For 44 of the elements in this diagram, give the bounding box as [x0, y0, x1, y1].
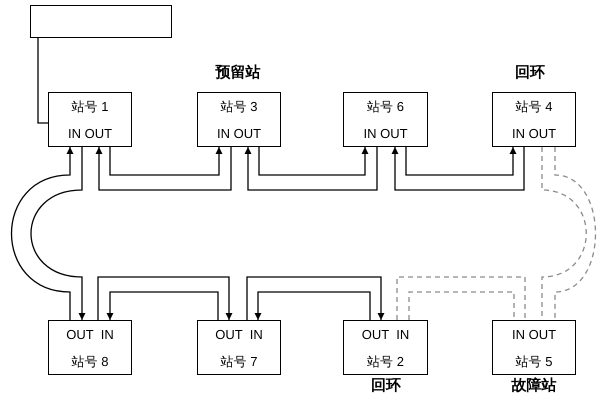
empty-box — [30, 5, 172, 38]
station-label: 站号 3 — [220, 99, 258, 114]
port-label: IN OUT — [363, 126, 408, 141]
dashed-connector — [408, 291, 515, 320]
station-box — [197, 92, 281, 147]
connector-arrow — [30, 147, 86, 320]
dashed-connector — [554, 147, 596, 320]
port-label: 站号 2 — [367, 354, 404, 369]
station-box — [492, 92, 576, 147]
port-label: 站号 8 — [72, 354, 108, 369]
station-box — [197, 320, 281, 375]
port-label: IN OUT — [216, 126, 262, 141]
connector-arrow — [246, 276, 384, 320]
connector-arrow — [405, 147, 516, 176]
station-label: IN OUT — [512, 327, 556, 342]
port-label: 站号 5 — [516, 354, 552, 369]
connector-arrow — [11, 147, 74, 320]
station-box — [48, 92, 132, 147]
dashed-connector — [396, 276, 526, 320]
connector-arrow — [244, 147, 378, 191]
station-box — [48, 320, 132, 375]
station-note: 故障站 — [512, 377, 556, 395]
connector-arrow — [254, 291, 371, 320]
port-label: IN OUT — [68, 126, 112, 141]
connector-arrow — [109, 147, 222, 176]
station-label: 站号 1 — [72, 99, 108, 114]
connector-arrow — [97, 276, 232, 320]
connector-arrow — [96, 147, 232, 191]
station-label: OUT IN — [215, 327, 263, 342]
station-label: OUT IN — [66, 327, 114, 342]
connector-arrow — [258, 147, 368, 176]
station-box — [343, 92, 428, 147]
station-box — [343, 320, 428, 375]
station-note: 回环 — [515, 64, 545, 82]
station-label: 站号 6 — [367, 99, 404, 114]
connector-arrow — [392, 147, 525, 191]
station-note: 回环 — [371, 377, 401, 395]
port-label: IN OUT — [512, 126, 556, 141]
connector-arrow — [106, 291, 219, 320]
station-note: 预留站 — [216, 64, 260, 82]
port-label: 站号 7 — [220, 354, 258, 369]
station-box — [492, 320, 576, 375]
station-label: OUT IN — [362, 327, 410, 342]
station-label: 站号 4 — [516, 99, 552, 114]
